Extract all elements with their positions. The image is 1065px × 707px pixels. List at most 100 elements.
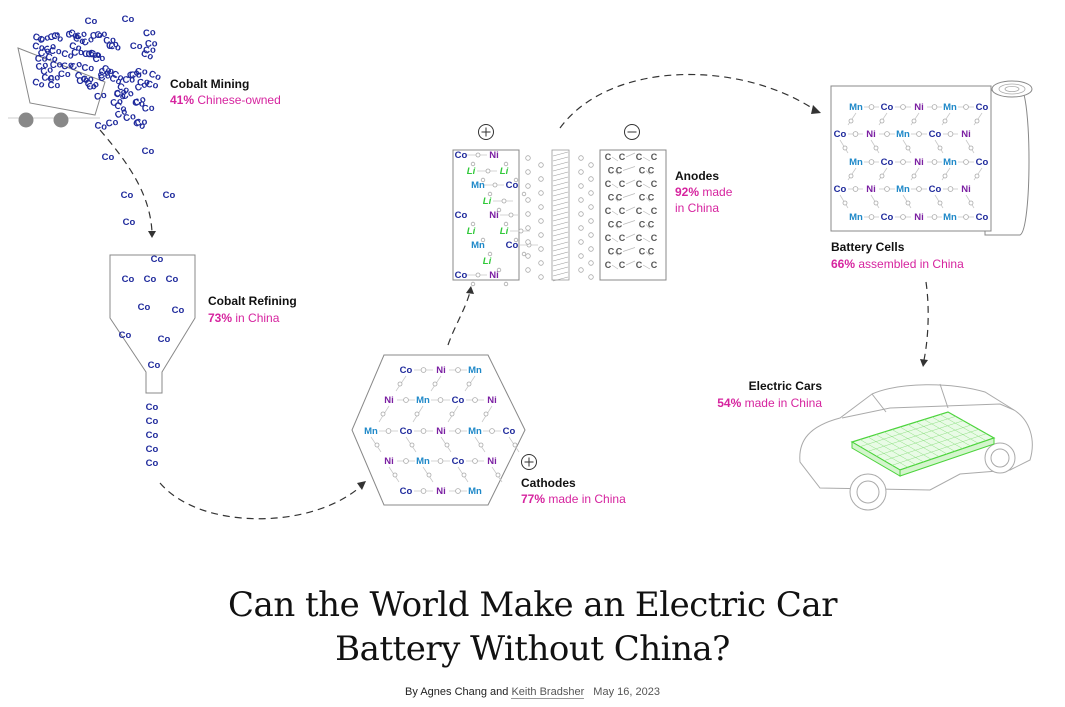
cobalt-atom: Co [112, 100, 128, 115]
cell-sheet-lattice [839, 104, 983, 220]
cobalt-atom: Co [107, 73, 123, 88]
cobalt-atom: Co [68, 58, 84, 73]
cobalt-atom: Co [97, 70, 113, 85]
cobalt-atom: Co [87, 48, 101, 61]
nickel-atom: Ni [487, 456, 497, 467]
manganese-atom: Mn [416, 456, 430, 467]
manganese-atom: Mn [468, 365, 482, 376]
cobalt-atom: Co [85, 78, 101, 93]
manganese-atom: Mn [471, 240, 485, 251]
cobalt-atom: Co [81, 63, 94, 74]
electrolyte-ions [525, 155, 594, 280]
cobalt-atom: Co [143, 44, 157, 56]
cobalt-atom: Co [455, 270, 468, 281]
nickel-atom: Ni [914, 157, 924, 168]
carbon-atom: C [619, 206, 626, 216]
cobalt-atom: Co [39, 64, 55, 78]
cobalt-atom: Co [146, 402, 159, 413]
cobalt-atom: Co [148, 360, 161, 371]
nickel-atom: Ni [384, 395, 394, 406]
cobalt-atom: Co [131, 117, 147, 133]
carbon-atom: C [608, 220, 615, 230]
cobalt-atom: Co [166, 274, 179, 285]
cobalt-atom: Co [60, 48, 75, 62]
cobalt-atom: Co [122, 74, 135, 86]
hopper-icon [109, 254, 196, 394]
carbon-atom: C [639, 247, 646, 257]
nickel-atom: Ni [384, 456, 394, 467]
cobalt-atom: Co [31, 32, 46, 46]
cobalt-atom: Co [36, 45, 52, 60]
flow-arrow-mining-refining [99, 129, 153, 233]
cobalt-atom: Co [881, 102, 894, 113]
battery-plus-icon [478, 124, 494, 140]
cobalt-atom: Co [80, 34, 96, 50]
cobalt-atom: Co [132, 94, 148, 110]
manganese-atom: Mn [471, 180, 485, 191]
nickel-atom: Ni [961, 184, 971, 195]
cobalt-atom: Co [100, 63, 116, 78]
cobalt-atom: Co [31, 41, 46, 54]
cobalt-atom: Co [130, 41, 143, 52]
cobalt-atom: Co [49, 46, 62, 57]
manganese-atom: Mn [849, 157, 863, 168]
cobalt-atom: Co [49, 30, 65, 46]
nickel-atom: Ni [914, 212, 924, 223]
nickel-atom: Ni [436, 365, 446, 376]
cobalt-atom: Co [98, 65, 113, 79]
cathode-lattice [370, 367, 520, 494]
nickel-atom: Ni [436, 486, 446, 497]
cobalt-atom: Co [141, 103, 155, 115]
cobalt-atom: Co [68, 40, 83, 54]
cobalt-atom: Co [46, 72, 61, 86]
carbon-atom: C [616, 220, 623, 230]
carbon-atom: C [636, 179, 643, 189]
manganese-atom: Mn [943, 212, 957, 223]
cobalt-atom: Co [85, 49, 99, 61]
cobalt-atom: Co [71, 32, 87, 47]
cobalt-atom: Co [44, 51, 59, 65]
carbon-atom: C [639, 166, 646, 176]
cobalt-atom: Co [163, 190, 176, 201]
refining-stat: 73% in China [208, 311, 280, 325]
cobalt-atom: Co [94, 120, 108, 133]
cobalt-atom: Co [506, 180, 519, 191]
cobalt-atom: Co [881, 157, 894, 168]
flow-arrow-cathodes-battery [447, 291, 471, 346]
cobalt-atom: Co [147, 69, 163, 84]
cobalt-atom: Co [122, 274, 135, 285]
cobalt-atom: Co [132, 97, 146, 110]
cobalt-atom: Co [133, 79, 149, 94]
cobalt-atom: Co [455, 150, 468, 161]
lithium-ion: Li [467, 166, 476, 177]
carbon-atom: C [605, 206, 612, 216]
cobalt-atom: Co [158, 334, 171, 345]
carbon-atom: C [616, 247, 623, 257]
cobalt-atom: Co [834, 129, 847, 140]
carbon-atom: C [605, 260, 612, 270]
cathodes-title: Cathodes [521, 476, 576, 490]
hexagon-cathode-icon [351, 354, 526, 506]
lithium-ion: Li [467, 226, 476, 237]
cobalt-atom: Co [976, 102, 989, 113]
cobalt-atom: Co [119, 330, 132, 341]
cobalt-atom: Co [146, 430, 159, 441]
nickel-atom: Ni [961, 129, 971, 140]
cobalt-atom: Co [135, 67, 148, 78]
nickel-atom: Ni [489, 150, 499, 161]
cars-stat: 54% made in China [717, 396, 822, 410]
carbon-atom: C [619, 260, 626, 270]
manganese-atom: Mn [416, 395, 430, 406]
nickel-atom: Ni [866, 129, 876, 140]
author-link[interactable]: Keith Bradsher [511, 686, 585, 699]
cell-sheet [830, 85, 992, 232]
lithium-ion: Li [483, 196, 492, 207]
cobalt-atom: Co [142, 146, 155, 157]
cobalt-atom: Co [66, 27, 83, 43]
cobalt-atom: Co [400, 365, 413, 376]
publish-date: May 16, 2023 [593, 686, 660, 698]
